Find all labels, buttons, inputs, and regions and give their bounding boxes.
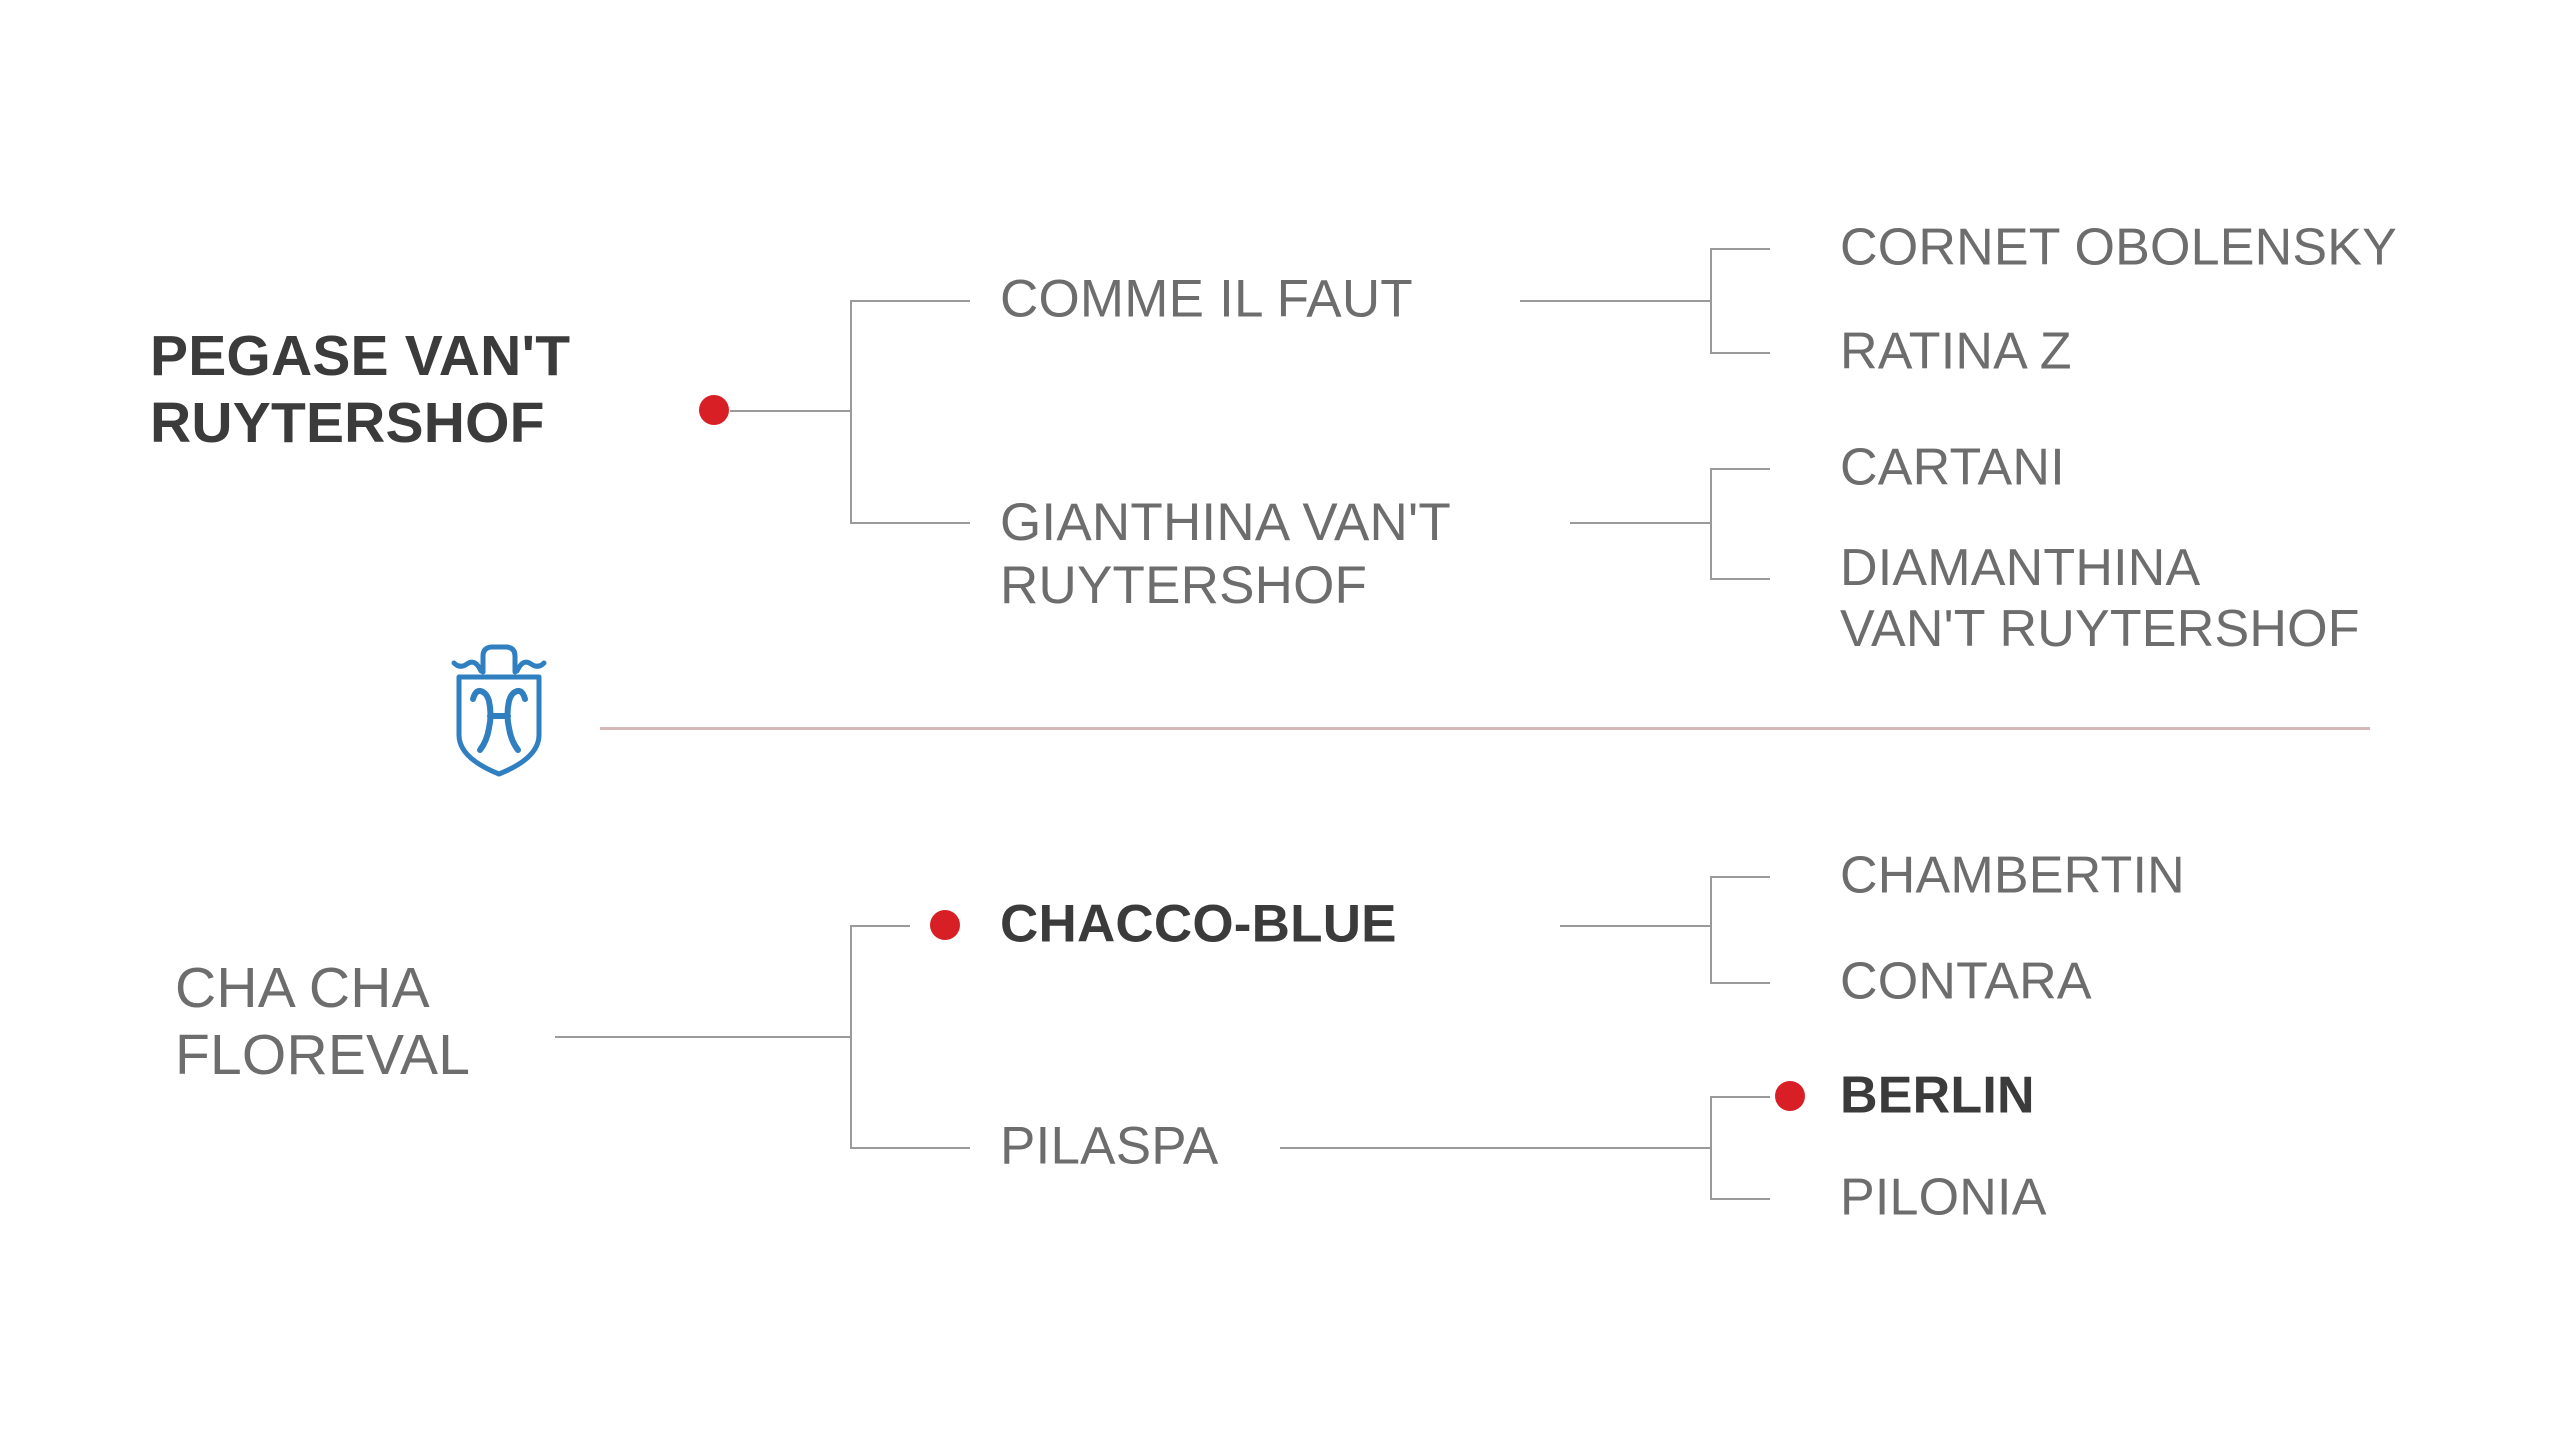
connector-to-dam-top [850, 522, 970, 524]
pedigree-node-root-bottom[interactable]: CHA CHA FLOREVAL [175, 956, 471, 1088]
pedigree-node-sire-dam-bottom[interactable]: CONTARA [1840, 952, 2092, 1011]
connector-to-sire-bottom [850, 925, 910, 927]
connector-to-pilonia [1710, 1198, 1770, 1200]
pedigree-node-dam-sire-bottom[interactable]: BERLIN [1840, 1066, 2035, 1125]
connector-sire-stub-top [1520, 300, 1710, 302]
section-divider [600, 727, 2370, 730]
pedigree-node-dam-top[interactable]: GIANTHINA VAN'T RUYTERSHOF [1000, 493, 1451, 615]
connector-to-contara [1710, 982, 1770, 984]
pedigree-node-dam-bottom[interactable]: PILASPA [1000, 1116, 1219, 1176]
connector-to-ratina [1710, 352, 1770, 354]
pedigree-node-sire-sire-top[interactable]: CORNET OBOLENSKY [1840, 218, 2398, 277]
connector-to-dam-bottom [850, 1147, 970, 1149]
pedigree-node-dam-dam-bottom[interactable]: PILONIA [1840, 1168, 2047, 1227]
pedigree-node-dam-dam-top[interactable]: DIAMANTHINA VAN'T RUYTERSHOF [1840, 539, 2360, 659]
connector-to-cartani [1710, 468, 1770, 470]
pedigree-node-sire-top[interactable]: COMME IL FAUT [1000, 269, 1413, 329]
connector-sire-bracket-bottom [1710, 876, 1712, 982]
pedigree-node-root-top[interactable]: PEGASE VAN'T RUYTERSHOF [150, 323, 571, 455]
pedigree-node-sire-sire-bottom[interactable]: CHAMBERTIN [1840, 846, 2185, 905]
connector-dam-stub-top [1570, 522, 1710, 524]
pedigree-node-sire-dam-top[interactable]: RATINA Z [1840, 322, 2072, 381]
connector-to-cornet [1710, 248, 1770, 250]
connector-dam-bracket-bottom [1710, 1096, 1712, 1198]
connector-dam-bracket-top [1710, 468, 1712, 578]
connector-to-berlin [1710, 1096, 1770, 1098]
connector-to-chambertin [1710, 876, 1770, 878]
connector-sire-stub-bottom [1560, 925, 1710, 927]
connector-sire-bracket-top [1710, 248, 1712, 352]
pedigree-node-sire-bottom[interactable]: CHACCO-BLUE [1000, 894, 1397, 954]
pedigree-node-dam-sire-top[interactable]: CARTANI [1840, 438, 2065, 497]
connector-to-diamanthina [1710, 578, 1770, 580]
connector-root-bracket-top [850, 300, 852, 522]
connector-root-stub-bottom [555, 1036, 850, 1038]
connector-to-sire-top [850, 300, 970, 302]
marker-dot-pegase [699, 395, 729, 425]
connector-dam-stub-bottom [1280, 1147, 1710, 1149]
marker-dot-chacco-blue [930, 910, 960, 940]
horse-head-shield-crest-icon [442, 640, 556, 785]
marker-dot-berlin [1775, 1081, 1805, 1111]
connector-root-stub-top [730, 410, 850, 412]
connector-root-bracket-bottom [850, 925, 852, 1147]
